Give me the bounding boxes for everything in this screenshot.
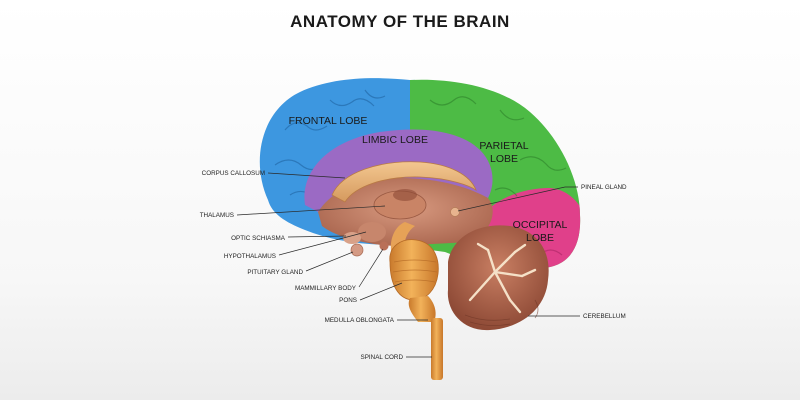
parietal-lobe-label-line1: PARIETAL <box>479 140 528 152</box>
medulla-oblongata <box>408 296 436 322</box>
label-pons: PONS <box>339 297 357 304</box>
frontal-lobe-label: FRONTAL LOBE <box>289 115 368 127</box>
leader-pituitary-gland <box>305 251 354 272</box>
leader-pineal-gland <box>457 186 578 212</box>
pituitary-gland <box>350 243 364 257</box>
label-mammillary-body: MAMMILLARY BODY <box>295 285 357 292</box>
page-title: ANATOMY OF THE BRAIN <box>290 12 510 31</box>
label-pineal-gland: PINEAL GLAND <box>581 184 627 191</box>
arbor-vitae <box>468 242 537 314</box>
mammillary-body <box>379 241 389 251</box>
optic-chiasma <box>343 232 361 244</box>
label-corpus-callosum: CORPUS CALLOSUM <box>202 170 265 177</box>
leader-mammillary-body <box>358 248 384 288</box>
leader-corpus-callosum <box>267 172 346 179</box>
leader-pons <box>359 282 403 301</box>
limbic-lobe-label: LIMBIC LOBE <box>362 134 428 146</box>
label-optic-schiasma: OPTIC SCHIASMA <box>231 235 286 242</box>
pineal-gland <box>450 207 460 217</box>
occipital-lobe-label-line2: LOBE <box>526 232 554 244</box>
label-spinal-cord: SPINAL CORD <box>361 354 404 361</box>
leader-hypothalamus <box>278 231 367 256</box>
corpus-callosum <box>331 161 477 203</box>
label-pituitary-gland: PITUITARY GLAND <box>247 269 303 276</box>
thalamus-core <box>393 189 417 201</box>
label-cerebellum: CEREBELLUM <box>583 313 626 320</box>
leader-lines <box>236 172 580 358</box>
label-thalamus: THALAMUS <box>200 212 234 219</box>
parietal-lobe-label-line2: LOBE <box>490 153 518 165</box>
leader-optic-schiasma <box>287 235 347 238</box>
occipital-lobe-label-line1: OCCIPITAL <box>513 219 568 231</box>
leader-thalamus <box>236 205 386 216</box>
spinal-cord <box>431 318 443 380</box>
hypothalamus <box>358 222 386 242</box>
label-hypothalamus: HYPOTHALAMUS <box>224 253 276 260</box>
label-medulla-oblongata: MEDULLA OBLONGATA <box>325 317 395 324</box>
